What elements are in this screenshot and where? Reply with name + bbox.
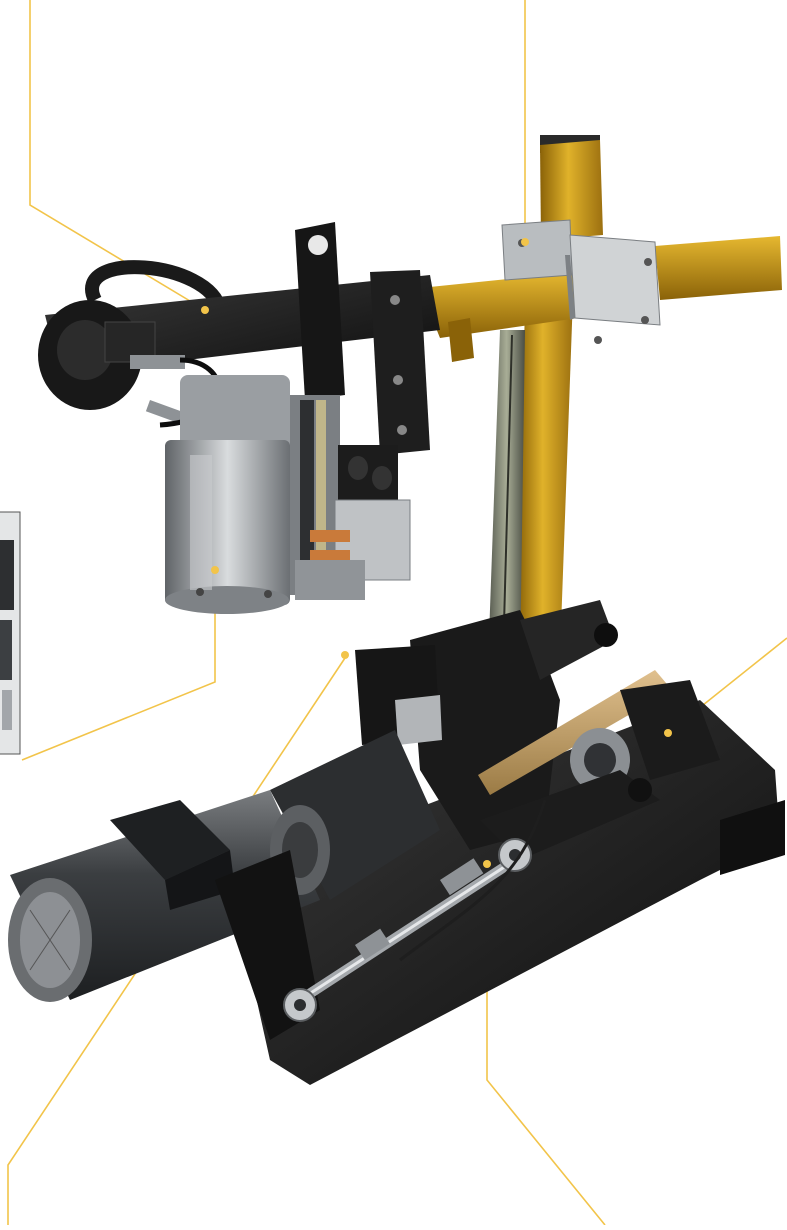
callout-leaders [7, 0, 787, 1226]
inset-frame [0, 511, 21, 755]
gold-arm [420, 236, 782, 362]
gold-column [518, 135, 603, 655]
gear-motor [8, 730, 440, 1040]
clamp-block [501, 219, 661, 344]
lower-carriage [230, 600, 785, 1085]
callout-top-left [29, 0, 206, 311]
linear-rail [488, 330, 525, 665]
servo-motor [165, 375, 290, 614]
spindle-valves [290, 395, 411, 600]
tie-rod [283, 799, 547, 1022]
head-assembly [38, 222, 440, 455]
callout-dots [201, 238, 529, 659]
